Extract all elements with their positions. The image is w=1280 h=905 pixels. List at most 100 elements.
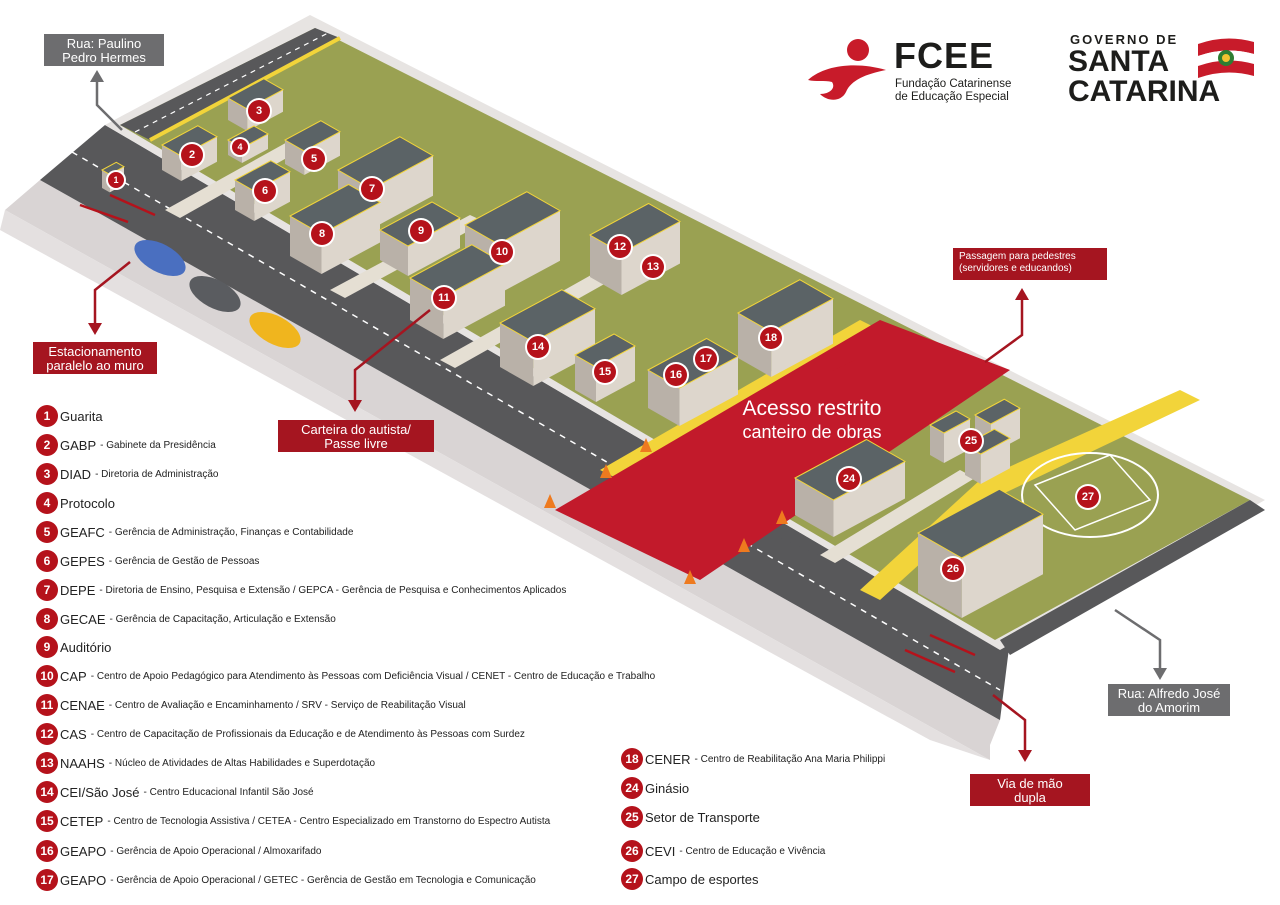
street-north-line1: Rua: Paulino xyxy=(66,36,142,51)
legend-description: - Centro de Reabilitação Ana Maria Phili… xyxy=(694,753,886,765)
legend-code: GECAE xyxy=(60,611,106,627)
legend-number: 25 xyxy=(621,806,643,828)
legend-description: - Gerência de Apoio Operacional / Almoxa… xyxy=(110,845,322,857)
building-marker: 6 xyxy=(254,180,276,202)
sports-field xyxy=(1033,454,1152,531)
parking-line2: paralelo ao muro xyxy=(46,358,144,373)
legend-number: 14 xyxy=(36,781,58,803)
building-marker: 12 xyxy=(609,236,631,258)
street-label-south: Rua: Alfredo José do Amorim xyxy=(1108,684,1230,716)
sc-logo-line3: CATARINA xyxy=(1068,75,1221,108)
building xyxy=(928,410,972,463)
traffic-arrow xyxy=(929,633,976,657)
cars xyxy=(134,239,301,349)
building-marker: 3 xyxy=(248,100,270,122)
cone xyxy=(684,570,696,584)
building-marker: 18 xyxy=(760,327,782,349)
building-marker: 13 xyxy=(642,256,664,278)
legend-number: 7 xyxy=(36,579,58,601)
legend-code: DIAD xyxy=(60,466,92,482)
building-marker: 15 xyxy=(594,361,616,383)
legend-description: - Centro Educacional Infantil São José xyxy=(143,786,314,798)
building-marker: 7 xyxy=(361,178,383,200)
legend-description: - Gabinete da Presidência xyxy=(100,439,216,451)
twoway-line2: dupla xyxy=(1014,790,1046,805)
legend-description: - Centro de Avaliação e Encaminhamento /… xyxy=(108,699,466,711)
legend-code: CEI/São José xyxy=(60,784,140,800)
legend-number: 2 xyxy=(36,434,58,456)
arrow-head xyxy=(348,400,362,412)
legend-description: - Centro de Educação e Vivência xyxy=(679,845,826,857)
legend-number: 16 xyxy=(36,840,58,862)
building-marker: 26 xyxy=(942,558,964,580)
legend-code: Setor de Transporte xyxy=(645,809,760,825)
legend-code: Campo de esportes xyxy=(645,871,759,887)
legend-code: CAS xyxy=(60,726,87,742)
legend-number: 9 xyxy=(36,636,58,658)
building-marker: 10 xyxy=(491,241,513,263)
building xyxy=(288,183,382,274)
legend-code: CETEP xyxy=(60,813,104,829)
arrow-autism xyxy=(353,309,431,402)
legend-description: - Centro de Capacitação de Profissionais… xyxy=(90,728,525,740)
fcee-logo-mark xyxy=(808,39,886,100)
car-yellow xyxy=(249,311,301,349)
legend-code: Auditório xyxy=(60,639,112,655)
building xyxy=(916,488,1045,618)
legend-code: Protocolo xyxy=(60,495,115,511)
restricted-line2: canteiro de obras xyxy=(742,422,882,442)
building-marker: 27 xyxy=(1077,486,1099,508)
restricted-label: Acesso restrito canteiro de obras xyxy=(712,397,912,443)
street-north-line2: Pedro Hermes xyxy=(62,50,146,65)
sidewalk-lower xyxy=(0,210,990,760)
arrow-street-north xyxy=(95,80,123,131)
legend-number: 13 xyxy=(36,752,58,774)
legend-number: 6 xyxy=(36,550,58,572)
traffic-arrow xyxy=(904,648,956,674)
building-marker: 17 xyxy=(695,348,717,370)
legend-number: 8 xyxy=(36,608,58,630)
cone xyxy=(776,510,788,524)
car-blue xyxy=(134,239,186,277)
legend-number: 1 xyxy=(36,405,58,427)
legend-code: NAAHS xyxy=(60,755,105,771)
legend-code: Guarita xyxy=(60,408,103,424)
legend-code: CENER xyxy=(645,751,691,767)
cone xyxy=(544,494,556,508)
legend-code: GEAFC xyxy=(60,524,105,540)
building-marker: 14 xyxy=(527,336,549,358)
legend-description: - Núcleo de Atividades de Altas Habilida… xyxy=(108,757,376,769)
street-south-line2: do Amorim xyxy=(1137,700,1201,715)
arrow-head xyxy=(88,323,102,335)
legend-number: 5 xyxy=(36,521,58,543)
legend-description: - Gerência de Capacitação, Articulação e… xyxy=(109,613,336,625)
arrow-parking xyxy=(93,261,131,325)
callout-parking: Estacionamento paralelo ao muro xyxy=(33,342,157,374)
legend-description: - Diretoria de Administração xyxy=(95,468,219,480)
legend-code: GEAPO xyxy=(60,843,107,859)
arrow-head xyxy=(1015,288,1029,300)
legend-code: CENAE xyxy=(60,697,105,713)
restricted-notch xyxy=(830,338,855,372)
legend-code: GABP xyxy=(60,437,97,453)
legend-code: DEPE xyxy=(60,582,96,598)
legend-description: - Gerência de Administração, Finanças e … xyxy=(108,526,354,538)
building-marker: 1 xyxy=(108,172,124,188)
sc-flag-icon xyxy=(1198,38,1254,78)
legend-number: 10 xyxy=(36,665,58,687)
building-marker: 5 xyxy=(303,148,325,170)
legend-number: 11 xyxy=(36,694,58,716)
